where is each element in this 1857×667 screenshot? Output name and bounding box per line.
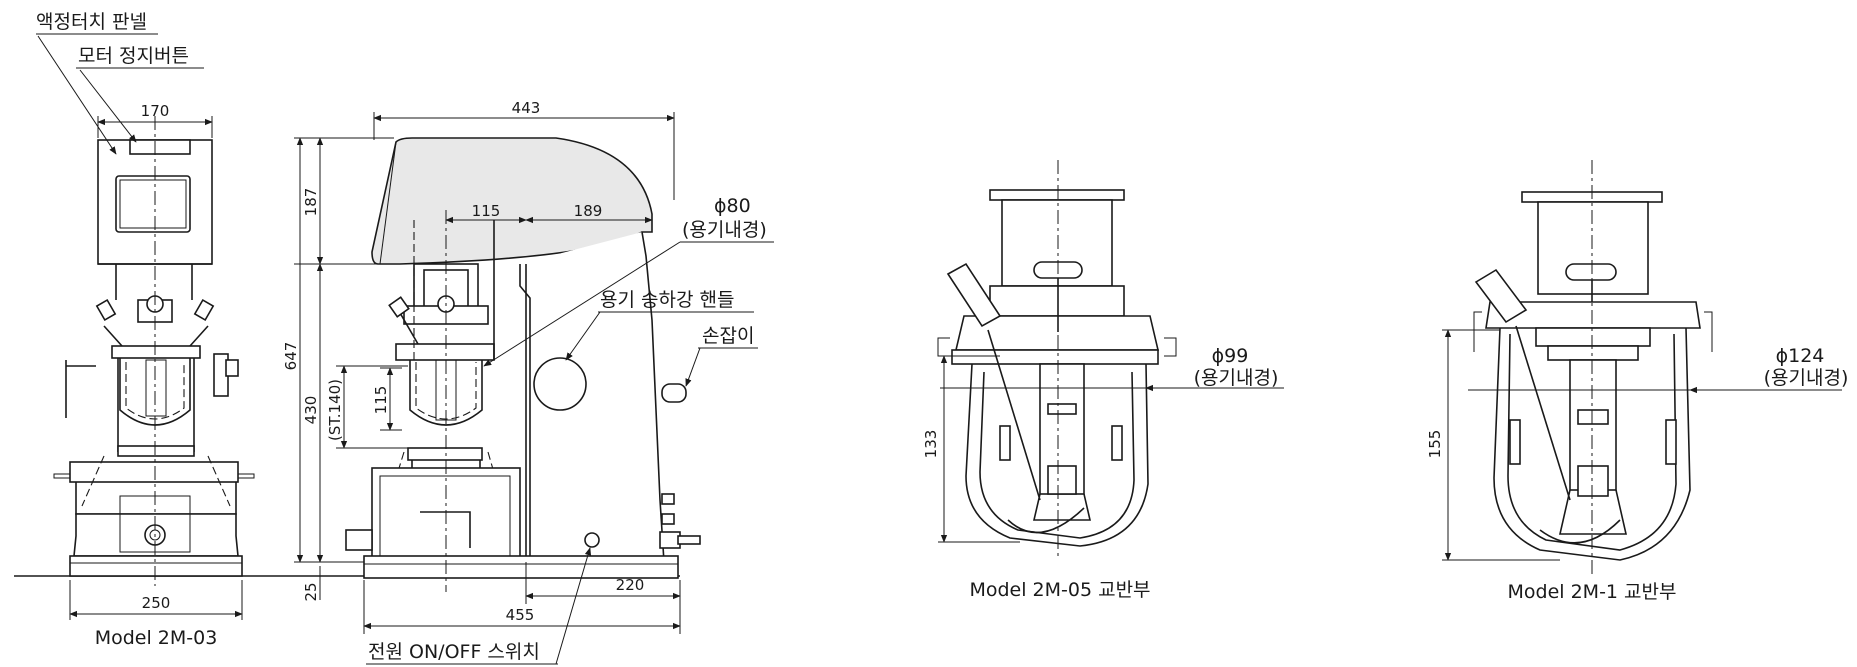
callout-dia-124: ϕ124 <box>1776 345 1825 367</box>
callout-dia-80: ϕ80 <box>714 195 751 217</box>
dim-115-vessel: 115 <box>372 386 390 415</box>
detail-2m-1: 155 ϕ124 (용기내경) Model 2M-1 교반부 <box>1426 160 1848 603</box>
dim-front-250: 250 <box>142 594 171 612</box>
front-view: 170 250 Model 2M-03 액정터치 판넬 모터 정지버튼 <box>36 11 255 649</box>
dim-187: 187 <box>302 188 320 217</box>
callout-motor-stop: 모터 정지버튼 <box>78 45 189 67</box>
callout-lift-handle: 용기 승하강 핸들 <box>600 289 734 311</box>
lift-handle <box>533 357 587 411</box>
callout-inner-80: (용기내경) <box>682 219 767 241</box>
lcd-panel <box>115 175 191 233</box>
callout-inner-99: (용기내경) <box>1194 367 1279 389</box>
callout-grip: 손잡이 <box>702 325 754 347</box>
dim-455: 455 <box>506 606 535 624</box>
dim-25: 25 <box>302 582 320 601</box>
callout-power-switch: 전원 ON/OFF 스위치 <box>368 641 540 663</box>
dim-430: 430 <box>302 396 320 425</box>
dim-155: 155 <box>1426 430 1444 459</box>
grip <box>661 383 687 403</box>
power-switch <box>584 532 600 548</box>
caption-2m-03: Model 2M-03 <box>95 627 218 649</box>
callout-lcd-panel: 액정터치 판넬 <box>36 11 147 33</box>
detail-2m-05: 133 ϕ99 (용기내경) Model 2M-05 교반부 <box>922 160 1284 601</box>
dim-front-170: 170 <box>141 102 170 120</box>
dim-443: 443 <box>512 99 541 117</box>
dim-stroke: (ST.140) <box>326 379 344 441</box>
dim-133: 133 <box>922 430 940 459</box>
dim-115-offset: 115 <box>472 202 501 220</box>
side-base <box>363 555 679 579</box>
callout-dia-99: ϕ99 <box>1212 345 1249 367</box>
dim-220: 220 <box>616 576 645 594</box>
side-view: 443 647 187 430 25 (ST.140) 115 115 189 … <box>282 99 774 665</box>
dim-647: 647 <box>282 342 300 371</box>
caption-2m-1: Model 2M-1 교반부 <box>1508 581 1677 603</box>
dim-189: 189 <box>574 202 603 220</box>
caption-2m-05: Model 2M-05 교반부 <box>969 579 1150 601</box>
callout-inner-124: (용기내경) <box>1764 367 1849 389</box>
